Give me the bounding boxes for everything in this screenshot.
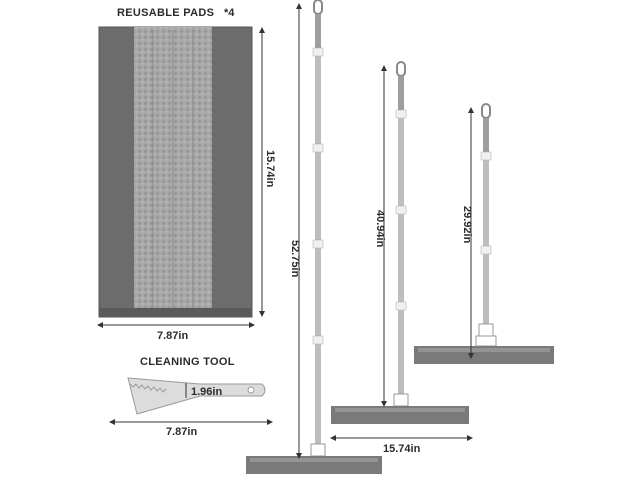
short-mop-image [414,103,554,364]
short-mop-height-label: 29.92in [461,206,473,244]
tool-heading: CLEANING TOOL [140,356,235,368]
reusable-pad-image [98,26,253,318]
tool-height-label: 1.96in [191,386,223,398]
pad-height-label: 15.74in [264,150,276,188]
pads-heading: REUSABLE PADS [117,7,215,19]
pad-width-label: 7.87in [157,330,189,342]
cleaning-tool-image [127,377,266,415]
tall-mop-image [246,0,382,474]
medium-mop-height-label: 40.94in [374,210,386,248]
medium-mop-image [331,61,469,424]
tool-width-label: 7.87in [166,426,198,438]
mop-head-width-label: 15.74in [383,443,421,455]
pads-quantity: *4 [224,7,235,19]
tall-mop-height-label: 52.75in [289,240,301,278]
